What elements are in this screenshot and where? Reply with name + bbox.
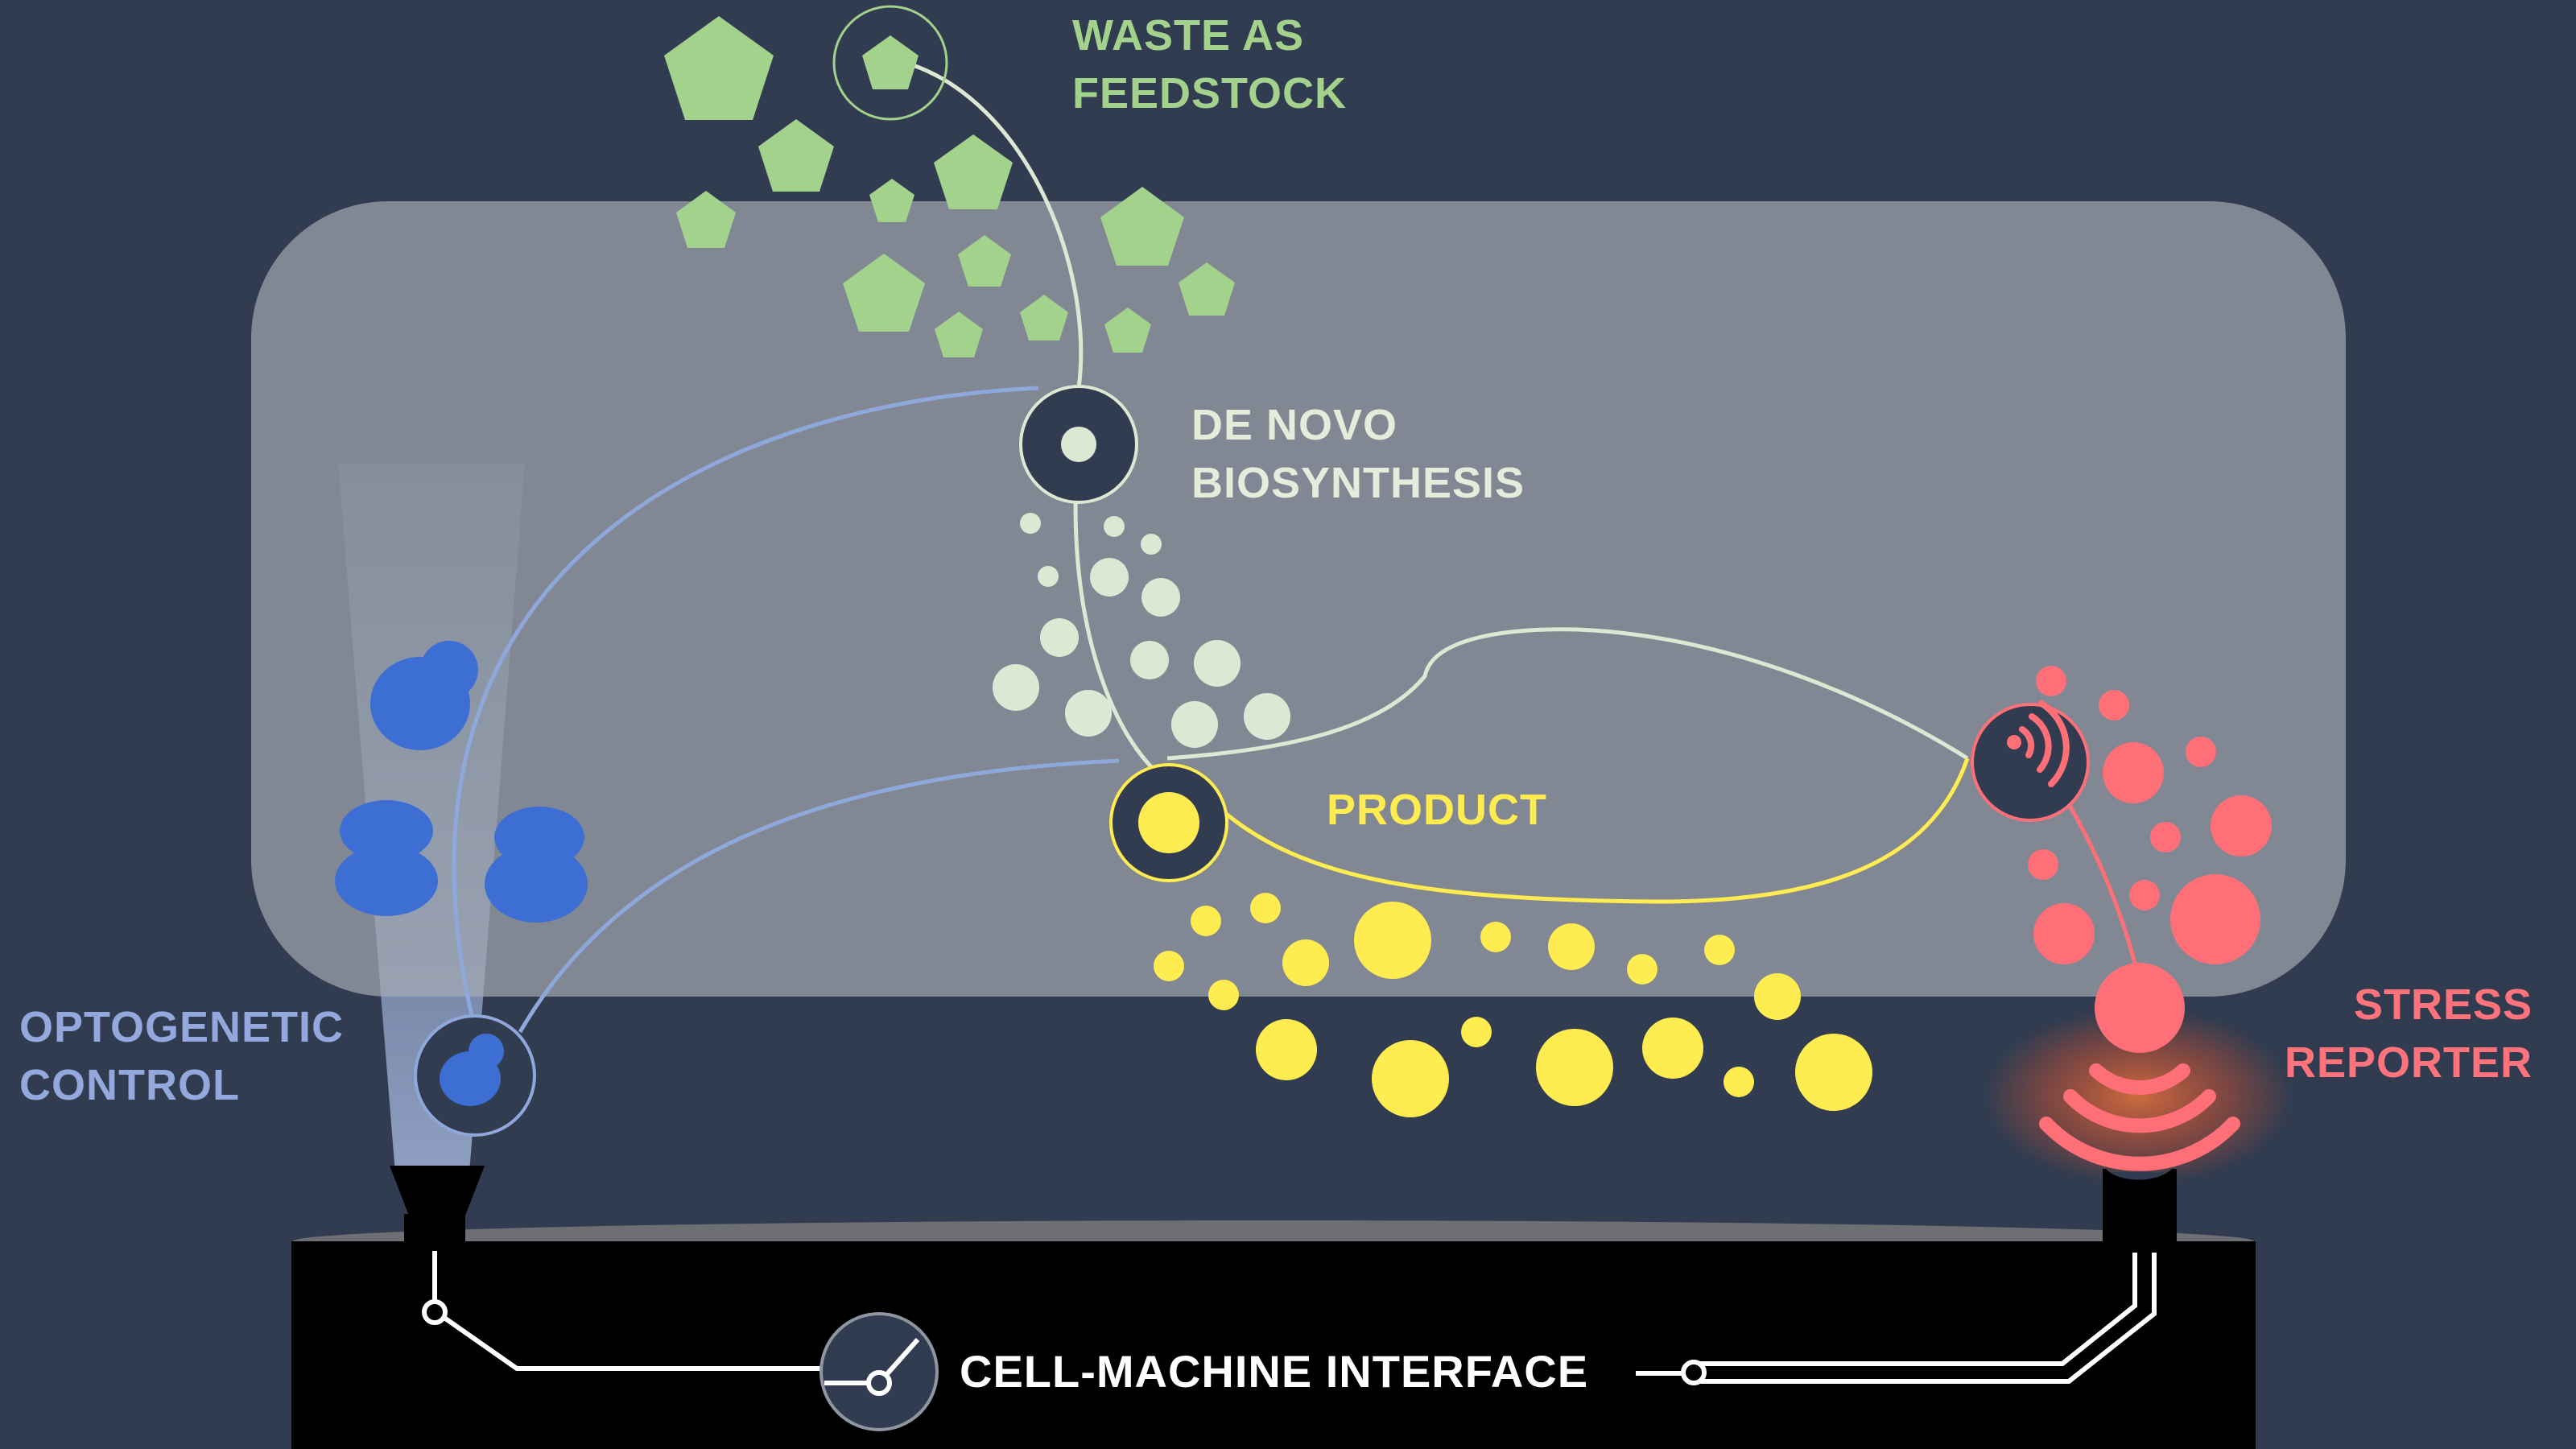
opto-label-line1: OPTOGENETIC [19, 1003, 345, 1051]
optogenetic-control-label: OPTOGENETIC CONTROL [19, 998, 344, 1114]
opto-label-line2: CONTROL [19, 1061, 240, 1109]
waste-pentagons [664, 16, 1235, 357]
waste-label-line2: FEEDSTOCK [1072, 69, 1348, 118]
denovo-biosynthesis-label: DE NOVO BIOSYNTHESIS [1191, 396, 1525, 512]
cell-cluster [485, 807, 588, 923]
machine-base [291, 1220, 2256, 1449]
sensor-probe [2103, 1169, 2177, 1253]
stress-label-line1: STRESS [2353, 980, 2533, 1029]
opto-cells [335, 641, 588, 923]
stress-label-line2: REPORTER [2285, 1038, 2533, 1087]
pathway-lines [452, 57, 2142, 1034]
denovo-label-line2: BIOSYNTHESIS [1191, 459, 1525, 507]
waste-label-line1: WASTE AS [1072, 11, 1305, 60]
cell-machine-interface-label: CELL-MACHINE INTERFACE [960, 1346, 1589, 1397]
stress-reporter-label: STRESS REPORTER [2285, 976, 2533, 1092]
cell-cluster [370, 641, 478, 750]
stress-reporter-emitter [1985, 963, 2291, 1185]
cell-cluster-icon [414, 1014, 536, 1137]
denovo-label-line1: DE NOVO [1191, 401, 1398, 449]
waste-feedstock-label: WASTE AS FEEDSTOCK [1072, 6, 1347, 122]
denovo-particles [993, 513, 1290, 748]
signal-waves-icon [1971, 700, 2090, 822]
product-to-stress-line [1206, 758, 1970, 904]
opto-to-denovo-line [452, 386, 1039, 1017]
bioreactor-vessel [251, 201, 2346, 997]
stress-particles [2028, 666, 2272, 964]
switch-icon[interactable] [819, 1312, 939, 1431]
product-dot-icon [1109, 763, 1228, 882]
cell-dot-icon [1019, 385, 1138, 504]
denovo-to-stress-line [1166, 627, 1969, 761]
product-particles [1154, 893, 1872, 1117]
cell-cluster [335, 800, 438, 916]
denovo-to-product-line [1073, 444, 1169, 783]
light-source [390, 1166, 485, 1251]
circuit-nodes [422, 1299, 1707, 1385]
product-label: PRODUCT [1327, 786, 1547, 834]
opto-to-product-line [518, 758, 1120, 1034]
pentagon-icon [832, 5, 948, 121]
